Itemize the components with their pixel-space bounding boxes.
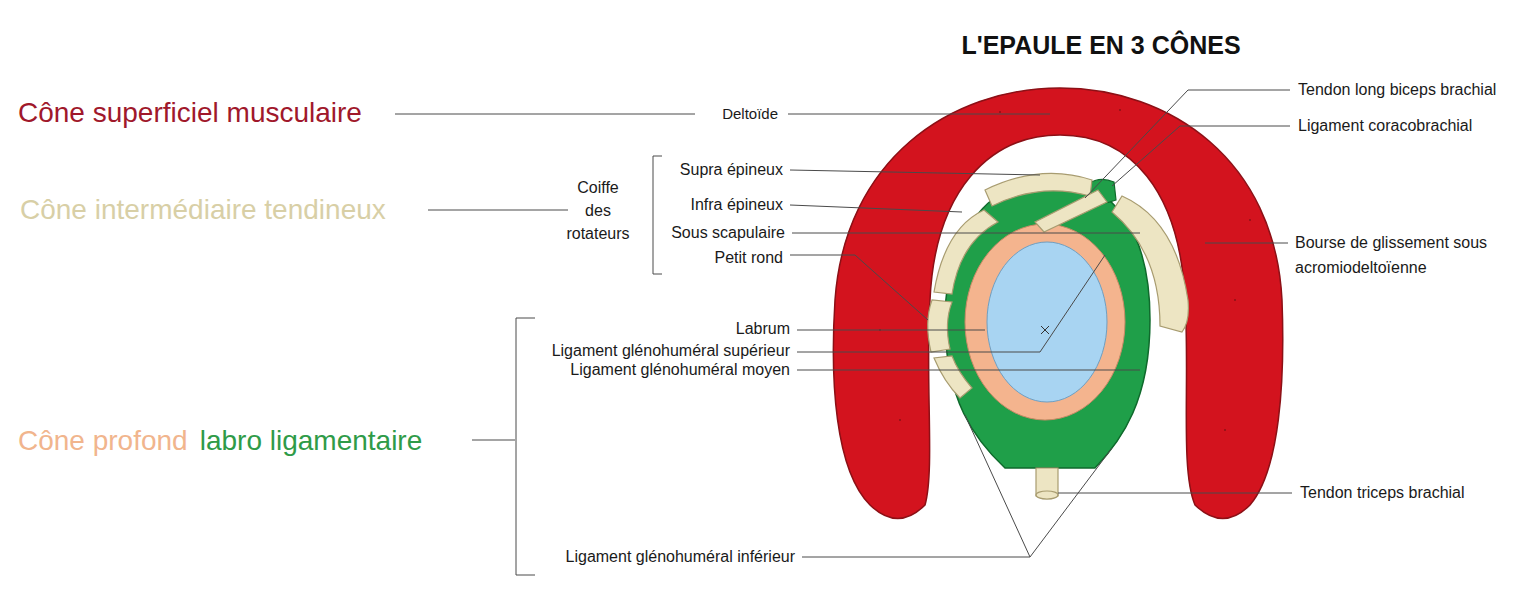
glenoid-surface [987, 242, 1107, 402]
texture-dot [999, 111, 1001, 113]
leader-line [472, 440, 515, 441]
leader-line [797, 330, 985, 331]
biceps-long-tendon [1035, 190, 1107, 232]
diagram-title: L'EPAULE EN 3 CÔNES [961, 31, 1240, 60]
leader-line [1058, 493, 1292, 494]
part-label: Ligament coracobrachial [1298, 114, 1472, 137]
cone-heading: Cône intermédiaire tendineux [20, 190, 386, 231]
infraspinatus-tendon [934, 210, 998, 294]
part-label: Ligament glénohuméral moyen [570, 358, 790, 381]
cone-heading: labro ligamentaire [200, 421, 423, 462]
cone-heading: Cône profond [18, 421, 188, 462]
leader-line [792, 233, 1140, 234]
leader-line [797, 370, 1140, 371]
part-label: Ligament glénohuméral inférieur [566, 545, 795, 568]
leader-line [790, 170, 1040, 175]
leader-line [428, 210, 568, 211]
teres-minor-tendon [928, 300, 952, 352]
leader-line [395, 114, 695, 115]
triceps-tendon [1036, 468, 1058, 499]
leader-line [802, 415, 1112, 557]
subscapularis-tendon [1112, 196, 1188, 332]
leader-line [790, 205, 962, 212]
leader-line [1085, 90, 1290, 198]
part-label: Supra épineux [680, 158, 783, 181]
cone-heading: Cône superficiel musculaire [18, 93, 362, 134]
texture-dot [1119, 109, 1121, 111]
muscle-texture [879, 109, 1251, 431]
center-cross [1041, 326, 1049, 334]
rotator-cuff [928, 173, 1189, 499]
group-label: Coiffe des rotateurs [564, 176, 632, 245]
leader-line [1112, 126, 1290, 186]
bracket [516, 318, 535, 575]
texture-dot [1234, 299, 1236, 301]
texture-dot [899, 419, 901, 421]
leader-line [788, 114, 1050, 115]
triceps-tendon-end [1036, 491, 1058, 499]
leader-line [790, 255, 928, 320]
part-label: Infra épineux [690, 193, 783, 216]
part-label: Deltoïde [722, 103, 778, 125]
part-label: Bourse de glissement sous acromiodeltoïe… [1295, 230, 1510, 280]
leader-line [797, 255, 1105, 352]
deltoid-muscle [833, 88, 1282, 519]
part-label: Sous scapulaire [671, 221, 785, 244]
part-label: Petit rond [715, 246, 783, 269]
teres-minor-tendon [934, 356, 972, 398]
part-label: Ligament glénohuméral supérieur [552, 339, 790, 362]
texture-dot [1249, 219, 1251, 221]
bracket [653, 156, 662, 274]
part-label: Tendon triceps brachial [1300, 481, 1465, 504]
leader-lines [395, 90, 1292, 575]
leader-line [1205, 243, 1288, 244]
labrum-ring [965, 224, 1125, 420]
part-label: Labrum [736, 317, 790, 340]
part-label: Tendon long biceps brachial [1298, 78, 1496, 101]
texture-dot [1224, 429, 1226, 431]
